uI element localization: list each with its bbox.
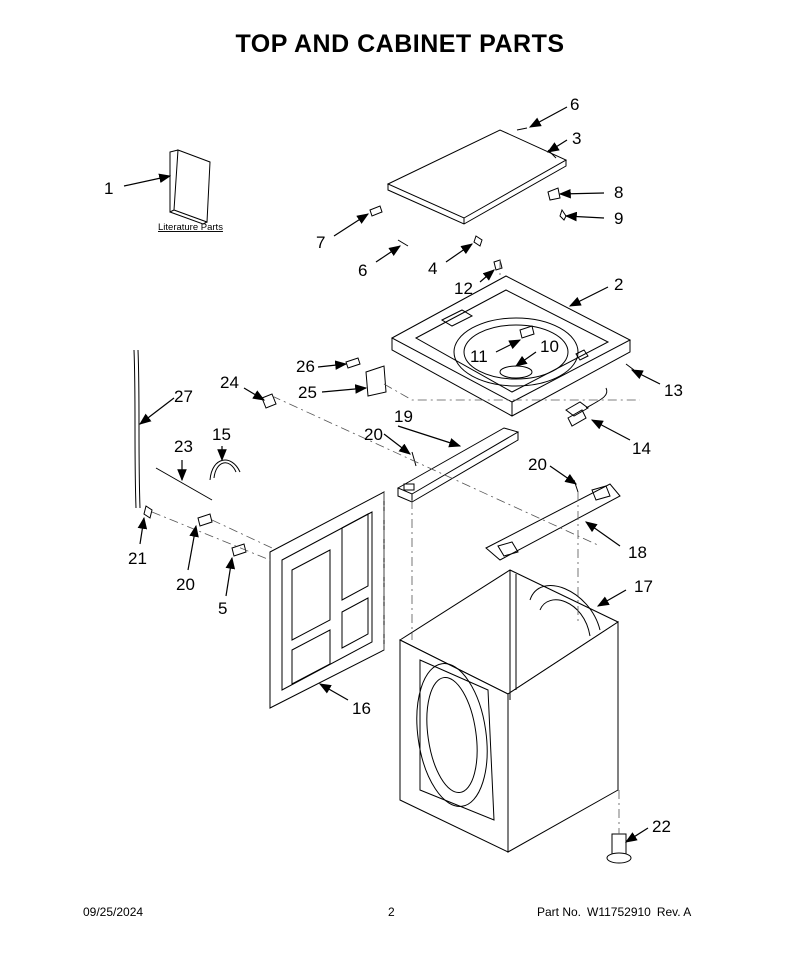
footer-date: 09/25/2024 bbox=[83, 905, 144, 919]
alignment-lines bbox=[151, 260, 640, 834]
footer-part-info: Part No. W11752910 Rev. A bbox=[537, 905, 697, 919]
cabinet-drawing bbox=[398, 569, 620, 853]
callout-10: 10 bbox=[540, 337, 559, 356]
callout-8: 8 bbox=[614, 183, 623, 202]
callout-13: 13 bbox=[664, 381, 683, 400]
callout-4: 4 bbox=[428, 259, 437, 278]
footer-revision: Rev. A bbox=[656, 905, 692, 919]
leveling-leg-drawing bbox=[606, 833, 632, 864]
callout-18: 18 bbox=[628, 543, 647, 562]
callout-3: 3 bbox=[572, 129, 581, 148]
callout-17: 17 bbox=[634, 577, 653, 596]
literature-parts-drawing bbox=[169, 149, 211, 225]
literature-parts-label: Literature Parts bbox=[158, 222, 223, 233]
callout-19: 19 bbox=[394, 407, 413, 426]
callout-5: 5 bbox=[218, 599, 227, 618]
leader-arrows bbox=[123, 106, 661, 843]
callout-16: 16 bbox=[352, 699, 371, 718]
callout-20-left: 20 bbox=[176, 575, 195, 594]
callout-6-top: 6 bbox=[570, 95, 579, 114]
callout-24: 24 bbox=[220, 373, 239, 392]
wire-harness-drawing bbox=[565, 363, 635, 427]
mounting-bracket-drawing bbox=[345, 357, 387, 397]
callout-21: 21 bbox=[128, 549, 147, 568]
footer-page-number: 2 bbox=[388, 905, 395, 919]
callout-25: 25 bbox=[298, 383, 317, 402]
callout-numbers: 1 2 3 4 5 6 6 7 8 9 10 11 12 13 14 15 16… bbox=[104, 95, 683, 836]
callout-20-brace: 20 bbox=[528, 455, 547, 474]
callout-11: 11 bbox=[470, 347, 488, 366]
hardware-parts-drawing bbox=[133, 349, 277, 557]
hinge-hardware-drawing bbox=[369, 127, 567, 271]
callout-26: 26 bbox=[296, 357, 315, 376]
callout-23: 23 bbox=[174, 437, 193, 456]
callout-27: 27 bbox=[174, 387, 193, 406]
callout-6-bottom: 6 bbox=[358, 261, 367, 280]
base-brace-drawing bbox=[485, 479, 621, 561]
callout-7: 7 bbox=[316, 233, 325, 252]
callout-12: 12 bbox=[454, 279, 473, 298]
callout-15: 15 bbox=[212, 425, 231, 444]
footer-part-label: Part No. bbox=[537, 905, 582, 919]
top-bracket-drawing bbox=[396, 427, 520, 503]
rear-panel-drawing bbox=[269, 491, 385, 709]
callout-14: 14 bbox=[632, 439, 651, 458]
callout-22: 22 bbox=[652, 817, 671, 836]
footer-part-number: W11752910 bbox=[587, 905, 651, 919]
page-title: TOP AND CABINET PARTS bbox=[235, 30, 565, 58]
callout-2: 2 bbox=[614, 275, 623, 294]
callout-20-bracket: 20 bbox=[364, 425, 383, 444]
callout-9: 9 bbox=[614, 209, 623, 228]
callout-1: 1 bbox=[104, 179, 113, 198]
top-assembly-drawing bbox=[390, 275, 632, 417]
lid-drawing bbox=[386, 129, 568, 225]
